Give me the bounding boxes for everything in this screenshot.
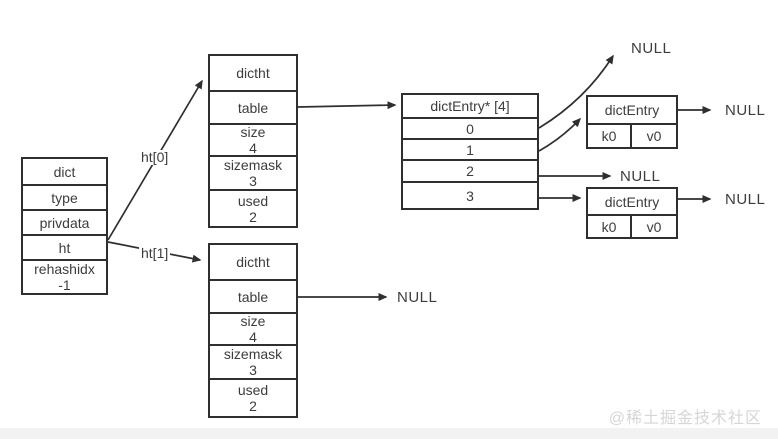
dictht-bottom-size: size 4 bbox=[210, 312, 296, 345]
entry-array-box: dictEntry* [4] 0 1 2 3 bbox=[401, 93, 539, 210]
size-label: size bbox=[240, 124, 266, 140]
sizemask-label: sizemask bbox=[223, 157, 283, 173]
entry-array-title: dictEntry* [4] bbox=[403, 95, 537, 117]
sizemask-value: 3 bbox=[249, 173, 257, 189]
rehashidx-label: rehashidx bbox=[34, 261, 95, 277]
ht0-edge-label: ht[0] bbox=[139, 149, 171, 165]
used-label: used bbox=[237, 382, 269, 398]
key-cell: k0 bbox=[601, 128, 617, 144]
size-value: 4 bbox=[249, 329, 257, 345]
size-label: size bbox=[240, 313, 266, 329]
arrow-slot1-to-entry bbox=[538, 117, 582, 152]
used-value: 2 bbox=[249, 398, 257, 414]
bottom-strip bbox=[0, 428, 778, 439]
dictht-bottom-box: dictht table size 4 sizemask 3 used 2 bbox=[208, 243, 298, 418]
dictht-top-title: dictht bbox=[210, 56, 296, 90]
sizemask-label: sizemask bbox=[223, 346, 283, 362]
entry-array-slot-0: 0 bbox=[403, 117, 537, 138]
dictht-bottom-used: used 2 bbox=[210, 378, 296, 416]
entry-array-slot-3: 3 bbox=[403, 181, 537, 208]
dict-row-type: type bbox=[23, 184, 106, 209]
dict-entry-top-box: dictEntry k0 v0 bbox=[586, 95, 678, 149]
arrow-slot0-to-null bbox=[538, 54, 614, 129]
size-value: 4 bbox=[249, 140, 257, 156]
dict-entry-bottom-title: dictEntry bbox=[588, 189, 676, 214]
watermark: @稀土掘金技术社区 bbox=[608, 410, 762, 427]
sizemask-value: 3 bbox=[249, 362, 257, 378]
dictht-top-table: table bbox=[210, 90, 296, 123]
dict-row-rehashidx: rehashidx -1 bbox=[23, 259, 106, 293]
dict-row-ht: ht bbox=[23, 234, 106, 259]
dict-entry-top-title: dictEntry bbox=[588, 97, 676, 123]
dict-entry-top-kv: k0 v0 bbox=[588, 123, 676, 147]
dictht-bottom-table: table bbox=[210, 279, 296, 312]
rehashidx-value: -1 bbox=[58, 277, 71, 293]
dictht-top-size: size 4 bbox=[210, 123, 296, 156]
dict-entry-bottom-kv: k0 v0 bbox=[588, 214, 676, 237]
dict-title: dict bbox=[23, 159, 106, 184]
dict-entry-bottom-box: dictEntry k0 v0 bbox=[586, 187, 678, 239]
ht1-edge-label: ht[1] bbox=[139, 245, 171, 261]
dictht-bottom-title: dictht bbox=[210, 245, 296, 279]
dictht-bottom-sizemask: sizemask 3 bbox=[210, 344, 296, 378]
used-label: used bbox=[237, 192, 269, 209]
entry-array-slot-1: 1 bbox=[403, 138, 537, 159]
dictht-top-used: used 2 bbox=[210, 189, 296, 226]
used-value: 2 bbox=[249, 208, 257, 225]
null-label-mid: NULL bbox=[620, 168, 661, 185]
null-label-right1: NULL bbox=[725, 102, 766, 119]
null-label-right2: NULL bbox=[725, 191, 766, 208]
key-cell: k0 bbox=[601, 218, 617, 235]
null-label-bottom: NULL bbox=[397, 289, 438, 306]
null-label-top: NULL bbox=[631, 40, 672, 57]
dict-box: dict type privdata ht rehashidx -1 bbox=[21, 157, 108, 295]
dictht-top-sizemask: sizemask 3 bbox=[210, 155, 296, 189]
entry-array-slot-2: 2 bbox=[403, 159, 537, 181]
arrow-table-top-to-array bbox=[297, 101, 397, 110]
value-cell: v0 bbox=[630, 125, 676, 147]
dict-row-privdata: privdata bbox=[23, 209, 106, 234]
value-cell: v0 bbox=[630, 216, 676, 237]
dictht-top-box: dictht table size 4 sizemask 3 used 2 bbox=[208, 54, 298, 228]
